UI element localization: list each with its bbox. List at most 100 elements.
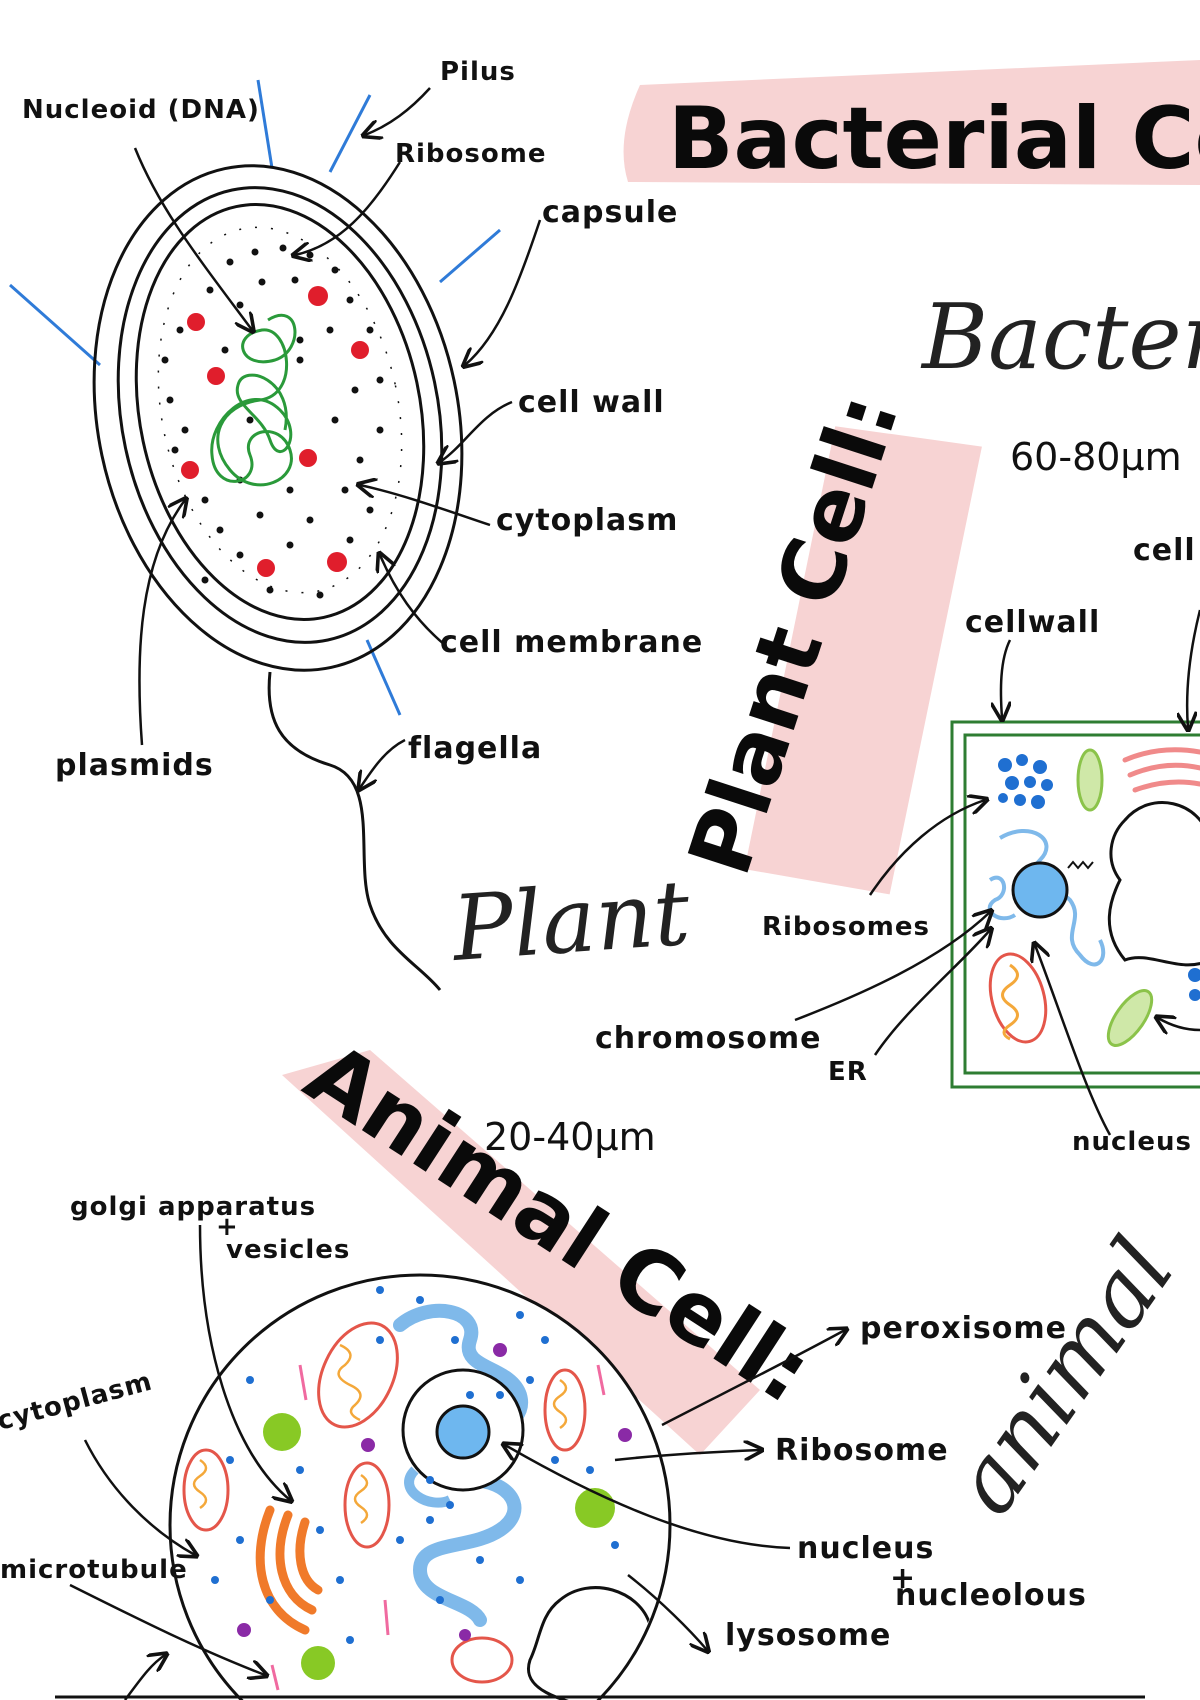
ribosome-dots <box>161 244 384 599</box>
ribosome-dot <box>226 258 234 266</box>
bacterial-title: Bacterial Cell <box>668 89 1200 189</box>
flagellum <box>267 671 442 991</box>
ribosome-dot <box>291 276 299 284</box>
ribosome-dot <box>201 576 209 584</box>
plant-label-chromosome: chromosome <box>595 1021 822 1056</box>
plant-chromosome <box>1067 860 1094 870</box>
animal-label-ribosome: Ribosome <box>775 1433 949 1468</box>
plant-size: 60-80μm <box>1010 435 1182 479</box>
bacterial-section: Bacterial Cell Bacter <box>9 57 1200 991</box>
vesicle-dot <box>416 1296 424 1304</box>
animal-section: Animal Cell: 20-40μm animal <box>0 1024 1195 1700</box>
ribosome-dot <box>376 376 384 384</box>
vesicle-dot <box>446 1501 454 1509</box>
plant-label-cell: cell <box>1133 533 1196 568</box>
ribosome-dot <box>216 526 224 534</box>
vesicle-dot <box>236 1536 244 1544</box>
ribosome-dot <box>256 511 264 519</box>
vesicle-dot <box>211 1576 219 1584</box>
vesicle-dot <box>396 1536 404 1544</box>
plant-label-ribosomes: Ribosomes <box>762 912 930 942</box>
ribosome-dot <box>181 426 189 434</box>
ribosome-dot <box>286 541 294 549</box>
animal-label-peroxisome: peroxisome <box>860 1311 1067 1346</box>
vesicle-dot <box>516 1576 524 1584</box>
animal-title-highlight <box>282 1050 760 1455</box>
vesicle-dot <box>336 1576 344 1584</box>
vesicle-dot <box>586 1466 594 1474</box>
vesicle-dot <box>476 1556 484 1564</box>
ribosome-dot <box>331 266 339 274</box>
label-nucleoid: Nucleoid (DNA) <box>22 95 260 125</box>
animal-size: 20-40μm <box>484 1115 656 1159</box>
plant-ribosome-dot-2 <box>1189 989 1200 1001</box>
animal-mito-cristae <box>192 1343 568 1525</box>
plant-ribosomes <box>998 754 1053 809</box>
plant-mitochondrion <box>988 952 1048 1044</box>
bacterial-title-highlight <box>623 60 1200 185</box>
plant-labels: cell cellwall Ribosomes chromosome ER nu… <box>595 533 1196 1157</box>
plant-label-er: ER <box>828 1057 868 1087</box>
label-cytoplasm: cytoplasm <box>496 503 678 538</box>
plasmids <box>181 286 369 577</box>
animal-arrows <box>69 1224 845 1700</box>
animal-er-2 <box>404 1466 453 1508</box>
ribosome-dot <box>236 301 244 309</box>
ribosome-dot <box>316 591 324 599</box>
vesicle-dot <box>346 1636 354 1644</box>
ribosome-dot <box>366 506 374 514</box>
ribosome-dot <box>286 486 294 494</box>
ribosome-dot <box>161 356 169 364</box>
plant-er <box>998 829 1106 967</box>
vesicle-dot <box>541 1336 549 1344</box>
animal-peroxisomes <box>237 1343 632 1641</box>
cell-wall-outline <box>116 186 444 644</box>
vesicle-dot <box>426 1476 434 1484</box>
bacterial-labels: Nucleoid (DNA) Pilus Ribosome capsule ce… <box>22 57 702 783</box>
animal-label-cytoplasm: cytoplasm <box>0 1367 156 1437</box>
ribosome-dot <box>351 386 359 394</box>
label-flagella: flagella <box>408 731 542 766</box>
plant-er-2 <box>987 875 1017 921</box>
vesicle-dot <box>526 1376 534 1384</box>
ribosome-dot <box>258 278 266 286</box>
plant-chloroplast-2 <box>1106 989 1154 1047</box>
ribosome-dot <box>341 486 349 494</box>
animal-nucleolus <box>435 1404 491 1460</box>
animal-label-microtubule: microtubule <box>0 1555 188 1585</box>
plant-label-cell-wall: cellwall <box>965 605 1100 640</box>
vesicle-dot <box>516 1311 524 1319</box>
animal-label-nucleus-plus: + <box>890 1561 916 1596</box>
ribosome-dot <box>346 296 354 304</box>
label-pilus: Pilus <box>440 57 516 87</box>
ribosome-dot <box>171 446 179 454</box>
pili <box>9 79 501 716</box>
label-cell-wall: cell wall <box>518 385 665 420</box>
label-ribosome: Ribosome <box>395 139 546 169</box>
ribosome-dot <box>296 356 304 364</box>
bacterial-arrows <box>133 87 542 788</box>
plant-arrows <box>794 609 1200 1136</box>
vesicle-dot <box>611 1541 619 1549</box>
animal-microtubules <box>270 1364 606 1691</box>
animal-label-golgi-plus: + <box>216 1212 239 1242</box>
ribosome-dot <box>246 416 254 424</box>
ribosome-dot <box>346 536 354 544</box>
vesicle-dot <box>376 1286 384 1294</box>
ribosome-dot <box>326 326 334 334</box>
plant-script-word: Plant <box>447 861 694 982</box>
animal-label-nucleus: nucleus <box>797 1531 934 1566</box>
plant-mito-cristae <box>1001 963 1019 1041</box>
ribosome-dot <box>279 244 287 252</box>
vesicle-dot <box>436 1596 444 1604</box>
plant-label-nucleus: nucleus <box>1072 1127 1192 1157</box>
plant-golgi <box>1122 747 1200 793</box>
animal-organelles <box>182 1286 655 1700</box>
vesicle-dot <box>266 1596 274 1604</box>
ribosome-dot <box>201 496 209 504</box>
cell-membrane-outline <box>134 203 426 621</box>
label-capsule: capsule <box>542 195 678 230</box>
vesicle-dot <box>551 1456 559 1464</box>
capsule-outline <box>92 164 464 672</box>
animal-golgi <box>255 1505 323 1635</box>
